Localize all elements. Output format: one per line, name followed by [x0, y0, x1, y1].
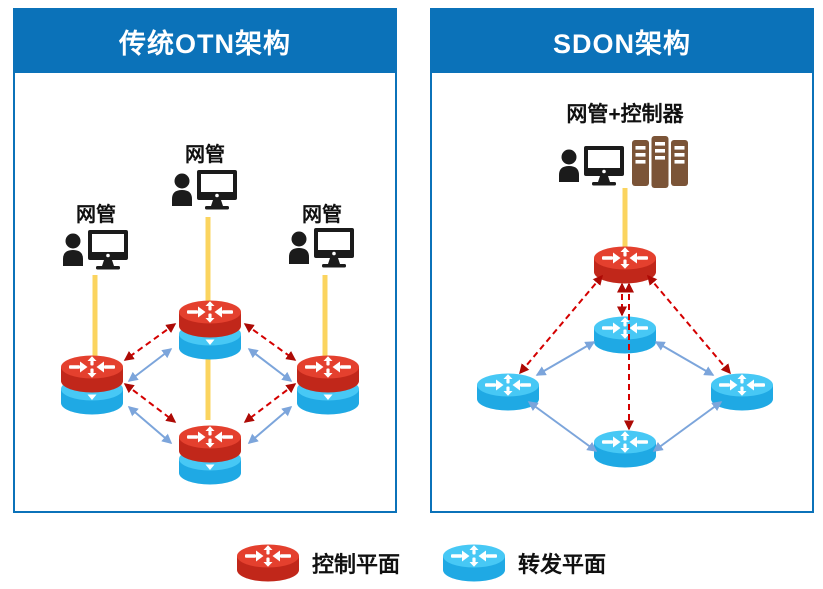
server-rack-icon — [632, 136, 688, 188]
control-link — [243, 323, 297, 361]
forwarding-router-node-left — [477, 374, 539, 411]
stacked-router-node-bottom — [179, 426, 241, 485]
admin-workstation-icon — [63, 230, 128, 270]
panel-sdon-header: SDON架构 — [431, 9, 813, 73]
stacked-router-node-left — [61, 356, 123, 415]
forwarding-plane-router-icon — [442, 542, 506, 584]
control-link — [647, 274, 731, 375]
admin-workstation-icon — [172, 170, 237, 210]
legend-label-forwarding-plane: 转发平面 — [518, 552, 607, 577]
forwarding-link — [127, 348, 173, 382]
control-link — [243, 383, 297, 423]
manager-label-center: 网管 — [185, 144, 225, 166]
forwarding-link — [535, 341, 596, 376]
panel-traditional-title: 传统OTN架构 — [119, 28, 291, 59]
control-plane-router-icon — [236, 542, 300, 584]
forwarding-link — [652, 401, 723, 452]
control-router-node — [594, 247, 656, 284]
admin-workstation-icon — [559, 146, 624, 186]
sdon-diagram — [432, 136, 812, 511]
panel-traditional-header: 传统OTN架构 — [14, 9, 396, 73]
stacked-router-node-right — [297, 356, 359, 415]
legend: 控制平面 转发平面 — [0, 540, 823, 586]
stacked-router-node-top — [179, 301, 241, 360]
legend-label-control-plane: 控制平面 — [312, 552, 401, 577]
forwarding-router-node-bottom — [594, 431, 656, 468]
panel-sdon-title: SDON架构 — [552, 28, 691, 59]
panel-traditional-otn: 传统OTN架构 — [13, 8, 397, 513]
traditional-otn-diagram — [15, 170, 395, 511]
forwarding-router-node-right — [711, 374, 773, 411]
legend-item-control-plane: 控制平面 — [236, 540, 400, 586]
manager-label-left: 网管 — [76, 204, 116, 226]
control-link — [123, 383, 177, 423]
manager-label-right: 网管 — [302, 204, 342, 226]
control-link — [519, 274, 603, 375]
forwarding-router-node-top — [594, 317, 656, 354]
forwarding-link — [654, 341, 715, 376]
forwarding-link — [247, 406, 293, 444]
admin-workstation-icon — [289, 228, 354, 268]
legend-item-forwarding-plane: 转发平面 — [442, 540, 606, 586]
control-link — [123, 323, 177, 361]
panel-sdon: SDON架构 网管+控制器 — [430, 8, 814, 513]
controller-label: 网管+控制器 — [566, 103, 684, 126]
forwarding-link — [127, 406, 173, 444]
forwarding-link — [247, 348, 293, 382]
forwarding-link — [527, 401, 598, 452]
